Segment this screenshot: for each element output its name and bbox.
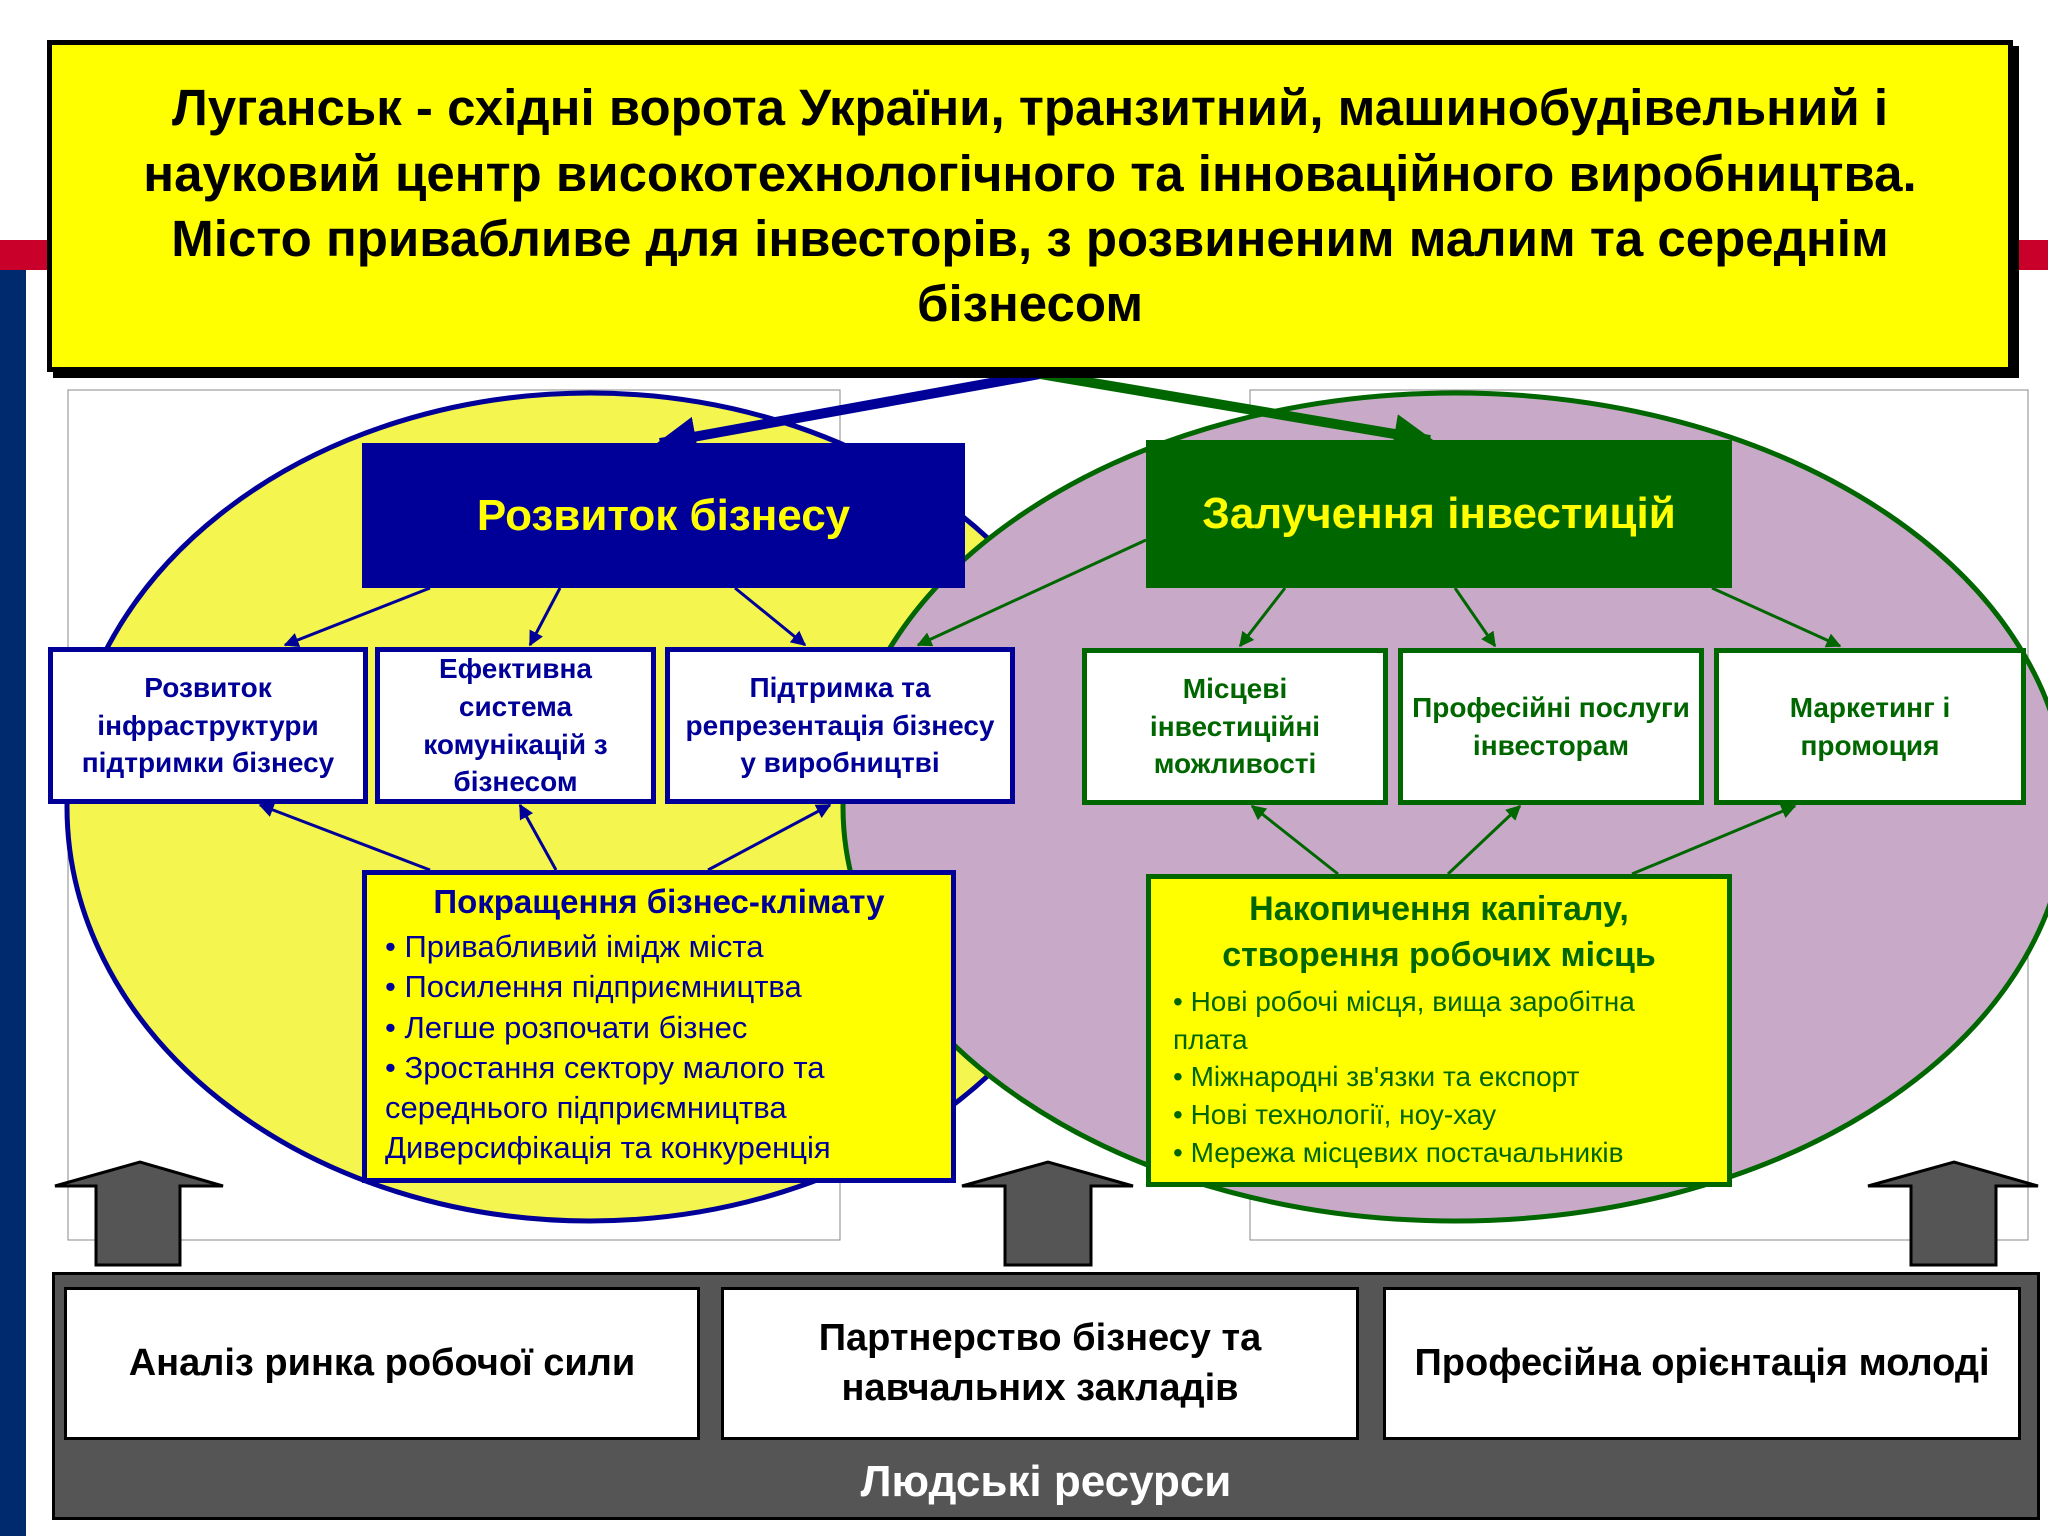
capital-point: • Мережа місцевих постачальників xyxy=(1173,1136,1624,1168)
capital-to-item1-arrow xyxy=(1250,804,1339,876)
investment-to-item3-arrow xyxy=(1711,586,1842,648)
investment-to-item2-arrow xyxy=(1453,587,1497,648)
vision-title-box: Луганськ - східні ворота України, транзи… xyxy=(47,40,2013,372)
business-item-infrastructure: Розвиток інфраструктури підтримки бізнес… xyxy=(48,647,368,804)
investment-to-business-item3-arrow xyxy=(916,538,1147,647)
title-to-business-arrow xyxy=(656,369,1041,457)
investment-to-item1-arrow xyxy=(1238,587,1287,648)
up-arrow-left xyxy=(54,1160,224,1267)
climate-point: • Привабливий імідж міста xyxy=(385,929,764,964)
climate-point: • Посилення підприємництва xyxy=(385,969,802,1005)
human-resources-label: Людські ресурси xyxy=(860,1457,1232,1506)
investment-header-label: Залучення інвестицій xyxy=(1202,489,1676,538)
business-to-item1-arrow xyxy=(283,586,431,648)
title-to-investment-arrow xyxy=(1039,369,1434,454)
capital-title: Накопичення капіталу, створення робочих … xyxy=(1222,890,1656,974)
hr-item-partnership: Партнерство бізнесу та навчальних заклад… xyxy=(721,1287,1359,1440)
up-arrow-center xyxy=(961,1160,1134,1267)
hr-item-career-guidance: Професійна орієнтація молоді xyxy=(1383,1287,2021,1440)
business-header-label: Розвиток бізнесу xyxy=(476,490,851,540)
business-to-item3-arrow xyxy=(734,586,807,647)
capital-to-item2-arrow xyxy=(1446,804,1522,876)
side-bar-red-right xyxy=(2010,240,2048,270)
business-header: Розвиток бізнесу xyxy=(362,443,965,588)
climate-point: Диверсифікація та конкуренція xyxy=(385,1130,831,1166)
climate-to-item1-arrow xyxy=(258,802,431,872)
climate-to-item2-arrow xyxy=(518,803,558,871)
up-arrow-right xyxy=(1867,1160,2039,1267)
investment-header: Залучення інвестицій xyxy=(1146,440,1732,588)
business-to-item2-arrow xyxy=(528,587,562,647)
capital-point: • Нові робочі місця, вища заробітна плат… xyxy=(1173,985,1635,1055)
side-bar-blue xyxy=(0,240,26,1536)
business-item-communication: Ефективна система комунікацій з бізнесом xyxy=(375,647,656,804)
investment-item-local: Місцеві інвестиційні можливості xyxy=(1082,648,1388,805)
capital-point: • Міжнародні зв'язки та експорт xyxy=(1173,1061,1580,1093)
hr-item-labor-market: Аналіз ринка робочої сили xyxy=(64,1287,700,1440)
vision-title: Луганськ - східні ворота України, транзи… xyxy=(143,79,1917,333)
investment-item-marketing: Маркетинг і промоция xyxy=(1714,648,2026,805)
capital-box: Накопичення капіталу, створення робочих … xyxy=(1146,874,1732,1187)
climate-point: • Зростання сектору малого та середнього… xyxy=(385,1049,825,1126)
business-item-support: Підтримка та репрезентація бізнесу у вир… xyxy=(665,647,1015,804)
capital-to-item3-arrow xyxy=(1631,804,1797,876)
climate-point: • Легше розпочати бізнес xyxy=(385,1009,748,1045)
business-climate-title: Покращення бізнес-клімату xyxy=(433,883,885,920)
climate-to-item3-arrow xyxy=(707,803,832,872)
investment-item-services: Професійні послуги інвесторам xyxy=(1398,648,1704,805)
business-climate-box: Покращення бізнес-клімату • Привабливий … xyxy=(362,870,956,1183)
capital-point: • Нові технології, ноу-хау xyxy=(1173,1099,1497,1131)
investment-ellipse xyxy=(840,390,2048,1224)
